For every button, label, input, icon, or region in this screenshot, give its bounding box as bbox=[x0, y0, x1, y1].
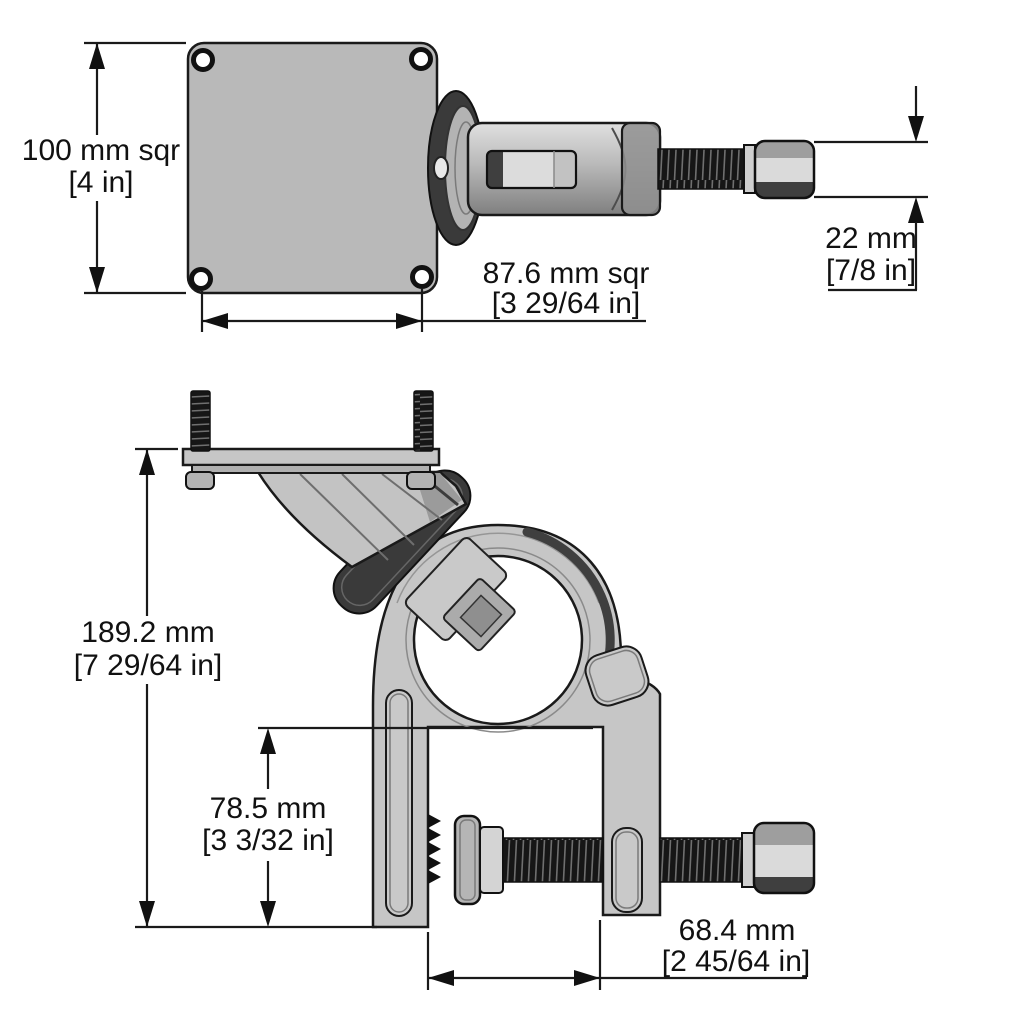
arrowhead-down bbox=[260, 901, 276, 927]
dimension-hole-spacing: 87.6 mm sqr [3 29/64 in] bbox=[200, 257, 650, 332]
clamp-screw-pad bbox=[453, 814, 504, 906]
dimension-overall-height: 189.2 mm [7 29/64 in] bbox=[74, 447, 377, 929]
dimension-plate-size: 100 mm sqr [4 in] bbox=[22, 41, 186, 295]
knob-hub bbox=[433, 156, 449, 180]
jaw-serrations bbox=[428, 814, 441, 884]
arrowhead-up bbox=[908, 197, 924, 223]
swivel-bolt bbox=[404, 537, 516, 652]
dimension-throat-depth: 78.5 mm [3 3/32 in] bbox=[202, 726, 593, 927]
arrowhead-down bbox=[139, 901, 155, 927]
left-jaw-slot bbox=[385, 689, 413, 917]
rod-collar-front bbox=[741, 832, 755, 888]
arrowhead-up bbox=[260, 728, 276, 754]
ring-inner-rim-line bbox=[405, 547, 591, 733]
mounting-stud-left bbox=[190, 390, 211, 452]
rod-collar-top bbox=[743, 144, 756, 194]
dim-overall-height-imperial: [7 29/64 in] bbox=[74, 649, 222, 682]
swivel-bolt-face bbox=[459, 594, 503, 638]
threaded-rod-front-right bbox=[659, 837, 743, 883]
arrowhead-down bbox=[908, 116, 924, 142]
mounting-stud-right bbox=[413, 390, 434, 452]
front-view: 189.2 mm [7 29/64 in] 78.5 mm [3 3/32 in… bbox=[74, 390, 816, 990]
threaded-rod-top bbox=[657, 148, 745, 190]
dim-hole-spacing-metric: 87.6 mm sqr bbox=[483, 257, 650, 290]
clamp-slot bbox=[485, 149, 578, 190]
arrowhead-right bbox=[574, 970, 600, 986]
dim-overall-height-metric: 189.2 mm bbox=[81, 616, 214, 649]
top-view: 100 mm sqr [4 in] 87.6 mm sqr [3 29/64 i… bbox=[22, 41, 928, 332]
ring-outer-rim-line bbox=[396, 532, 600, 604]
hex-nut-top bbox=[753, 139, 816, 200]
plate-hole bbox=[410, 265, 434, 289]
dim-nut-width-imperial: [7/8 in] bbox=[826, 254, 916, 287]
dim-throat-depth-metric: 78.5 mm bbox=[210, 792, 327, 825]
dimension-nut-width: 22 mm [7/8 in] bbox=[814, 86, 928, 292]
arrowhead-left bbox=[428, 970, 454, 986]
plate-hole bbox=[189, 267, 213, 291]
threaded-rod-front-left bbox=[502, 837, 604, 883]
bracket-ribs bbox=[299, 473, 443, 561]
dim-jaw-opening-imperial: [2 45/64 in] bbox=[662, 945, 810, 978]
arrowhead-up bbox=[139, 449, 155, 475]
bolt-head-left bbox=[185, 471, 215, 490]
pad-hub bbox=[479, 826, 504, 894]
dim-nut-width-metric: 22 mm bbox=[825, 222, 917, 255]
bolt-head-right bbox=[406, 471, 436, 490]
clamp-head-top bbox=[466, 121, 662, 217]
plate-lower-lip bbox=[191, 464, 431, 474]
arrowhead-up bbox=[89, 43, 105, 69]
right-jaw-slot bbox=[611, 827, 643, 913]
plate-hole bbox=[409, 47, 433, 71]
right-shoulder-slot bbox=[584, 645, 650, 707]
dim-plate-size-metric: 100 mm sqr bbox=[22, 134, 180, 167]
arrowhead-left bbox=[202, 313, 228, 329]
arrowhead-right bbox=[396, 313, 422, 329]
hex-nut-front bbox=[752, 821, 816, 895]
dim-throat-depth-imperial: [3 3/32 in] bbox=[202, 824, 334, 857]
plate-corner-holes bbox=[189, 47, 434, 291]
plate-hole bbox=[191, 48, 215, 72]
mounting-plate-side bbox=[181, 447, 441, 474]
arrowhead-down bbox=[89, 267, 105, 293]
dim-hole-spacing-imperial: [3 29/64 in] bbox=[492, 287, 640, 320]
clamp-cap bbox=[620, 121, 662, 217]
dimension-jaw-opening: 68.4 mm [2 45/64 in] bbox=[426, 914, 810, 990]
dim-plate-size-imperial: [4 in] bbox=[68, 166, 133, 199]
dim-jaw-opening-metric: 68.4 mm bbox=[679, 914, 796, 947]
mounting-plate bbox=[186, 41, 439, 295]
